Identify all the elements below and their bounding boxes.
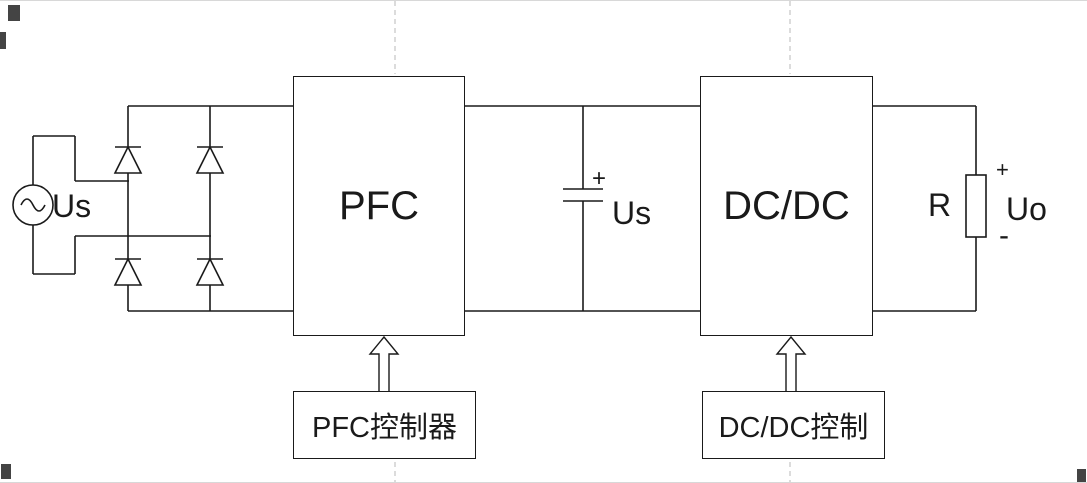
dcdc-controller-block: DC/DC控制 (702, 391, 885, 459)
ac-source-voltage-label: Us (52, 188, 92, 224)
dcdc-controller-label: DC/DC控制 (718, 412, 869, 444)
pfc-controller-block: PFC控制器 (293, 391, 476, 459)
load-resistor-label: R (928, 187, 952, 223)
dcdc-block: DC/DC (700, 76, 873, 336)
pfc-block: PFC (293, 76, 465, 336)
diode-left-bottom (113, 257, 143, 286)
dcdc-block-label: DC/DC (723, 183, 850, 228)
output-plus-sign: + (996, 157, 1009, 182)
sine-wave-icon (20, 198, 46, 212)
control-arrows (368, 335, 807, 394)
output-voltage-label: Uo (1006, 191, 1047, 227)
pfc-block-label: PFC (339, 183, 419, 228)
corner-mark-top-left (8, 5, 20, 21)
output-minus-sign: - (999, 219, 1009, 252)
pfc-control-arrow-icon (368, 335, 400, 394)
corner-mark-bottom-left (1, 464, 11, 479)
corner-mark-left (0, 32, 6, 49)
scan-corner-marks (0, 5, 1086, 482)
dc-bus-voltage-label: Us (612, 195, 652, 231)
corner-mark-bottom-right (1077, 469, 1086, 482)
pfc-controller-label: PFC控制器 (311, 412, 457, 444)
diode-right-bottom (195, 257, 225, 286)
ac-source (12, 184, 54, 226)
diode-bridge (113, 145, 225, 286)
fold-guide-dashes (394, 1, 791, 482)
dcdc-control-arrow-icon (775, 335, 807, 394)
load-resistor (965, 174, 987, 238)
dc-bus-plus-sign: + (592, 165, 607, 192)
diode-right-top (195, 145, 225, 174)
diode-left-top (113, 145, 143, 174)
